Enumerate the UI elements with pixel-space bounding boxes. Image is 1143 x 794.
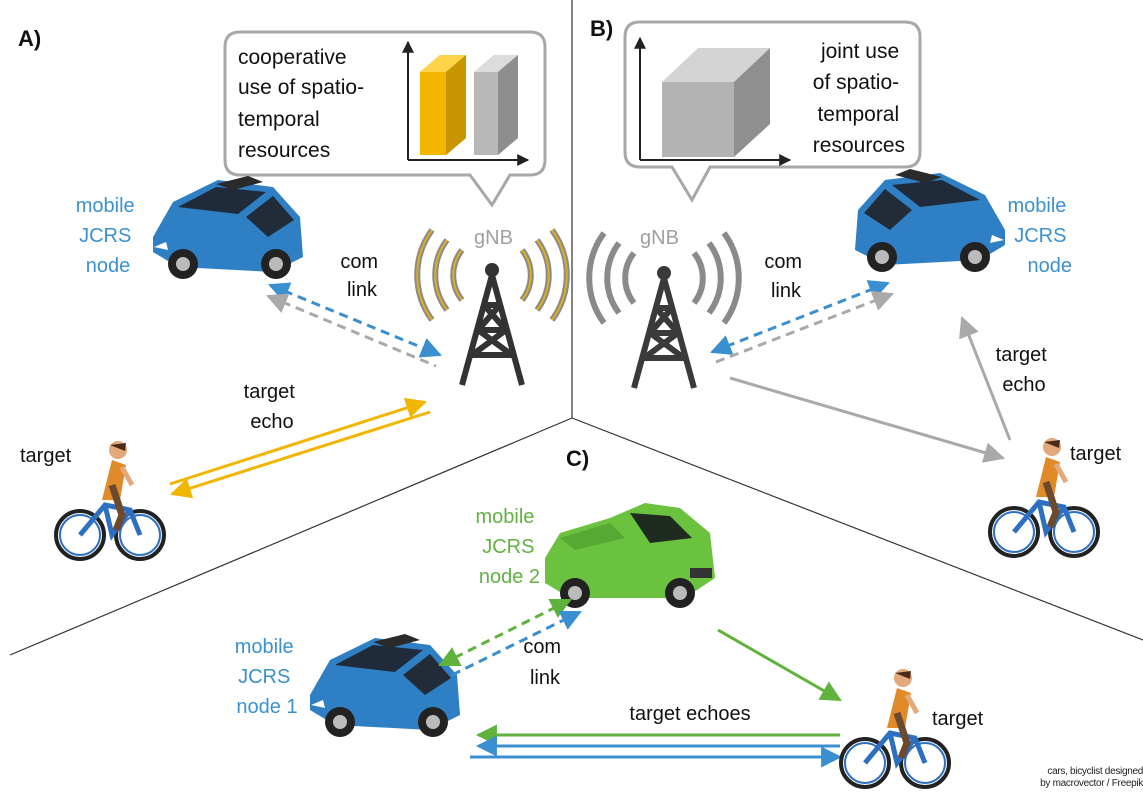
svg-text:joint use of spatio-: joint use of spatio- temporal resources: [813, 40, 905, 157]
svg-text:com link: com link: [340, 251, 383, 301]
target-echo-a-1: target: [244, 381, 296, 403]
bubble-a-line-2: use of spatio-: [238, 76, 364, 99]
com-link-a-arrows: [266, 282, 442, 368]
com-link-c-2: link: [530, 667, 561, 689]
gnb-label-a: gNB: [474, 227, 513, 249]
bubble-a-line-1: cooperative: [238, 46, 347, 69]
target-echo-b-arrows: [729, 316, 1012, 463]
credit-line-2: by macrovector / Freepik: [1040, 778, 1143, 789]
blue-car-a-icon: [153, 176, 303, 279]
svg-text:cooperative use of spati: cooperative use of spatio- temporal reso…: [238, 46, 370, 162]
svg-text:mobile JCRS node: mobile JCRS node: [76, 195, 140, 277]
node2-label-2: JCRS: [482, 536, 534, 558]
node1-label-1: mobile: [235, 636, 294, 658]
gnb-tower-a-icon: [414, 228, 570, 385]
car-a-label-2: JCRS: [79, 225, 131, 247]
panel-b: B) joint use of spatio- temporal resourc…: [586, 16, 1122, 556]
car-a-label-1: mobile: [76, 195, 135, 217]
svg-text:mobile JCRS node 2: mobile JCRS node 2: [476, 506, 540, 588]
panel-a: A) cooperative use of spatio- temporal r…: [18, 26, 570, 559]
truck-to-target-arrow: [717, 628, 842, 702]
bubble-a-line-4: resources: [238, 139, 330, 162]
panel-dividers: [9, 0, 1143, 656]
svg-text:com link: com link: [764, 251, 807, 302]
com-link-b-2: link: [771, 280, 802, 302]
target-echo-a-arrows: [169, 397, 431, 499]
panel-c-label: C): [566, 446, 589, 471]
resource-blocks-a-icon: [402, 40, 530, 166]
node1-label-2: JCRS: [238, 666, 290, 688]
car-b-label-1: mobile: [1008, 195, 1067, 217]
target-b-label: target: [1070, 443, 1122, 465]
svg-text:com link: com link: [523, 636, 566, 689]
gnb-tower-b-icon: [586, 231, 742, 388]
target-echo-b-2: echo: [1002, 374, 1045, 396]
car-b-label-3: node: [1028, 255, 1073, 277]
car-b-label-2: JCRS: [1014, 225, 1066, 247]
target-echo-a-2: echo: [250, 411, 293, 433]
com-link-b-1: com: [764, 251, 802, 273]
com-link-c-arrows: [438, 598, 582, 677]
svg-text:target echo: target echo: [244, 381, 301, 433]
bubble-b-line-3: temporal: [817, 103, 899, 126]
com-link-b-arrows: [710, 280, 894, 364]
com-link-a-2: link: [347, 279, 378, 301]
blue-car-b-icon: [855, 169, 1005, 272]
target-echo-b-1: target: [996, 344, 1048, 366]
com-link-c-1: com: [523, 636, 561, 658]
bubble-b-line-1: joint use: [820, 40, 899, 63]
bubble-b-line-2: of spatio-: [813, 71, 899, 94]
svg-text:target echo: target echo: [996, 344, 1053, 396]
panel-a-label: A): [18, 26, 41, 51]
target-echoes-c-arrows: [470, 724, 843, 768]
com-link-a-1: com: [340, 251, 378, 273]
target-echoes-label: target echoes: [629, 703, 750, 725]
gnb-label-b: gNB: [640, 227, 679, 249]
svg-text:mobile JCRS node 1: mobile JCRS node 1: [235, 636, 299, 718]
node2-label-3: node 2: [479, 566, 540, 588]
cyclist-a-icon: [56, 441, 164, 559]
node1-label-3: node 1: [236, 696, 297, 718]
credit-line-1: cars, bicyclist designed: [1047, 766, 1143, 777]
node2-label-1: mobile: [476, 506, 535, 528]
panel-b-label: B): [590, 16, 613, 41]
car-a-label-3: node: [86, 255, 131, 277]
green-truck-icon: [545, 503, 715, 608]
bubble-b-line-4: resources: [813, 134, 905, 157]
target-a-label: target: [20, 445, 72, 467]
target-c-label: target: [932, 708, 984, 730]
panel-c: C) mobile JCRS node 2 mobile JCRS node 1…: [235, 446, 984, 787]
resource-cube-b-icon: [634, 36, 792, 166]
blue-car-c-icon: [310, 634, 460, 737]
bubble-a-line-3: temporal: [238, 108, 320, 131]
svg-text:mobile JCRS node: mobile JCRS node: [1008, 195, 1072, 277]
